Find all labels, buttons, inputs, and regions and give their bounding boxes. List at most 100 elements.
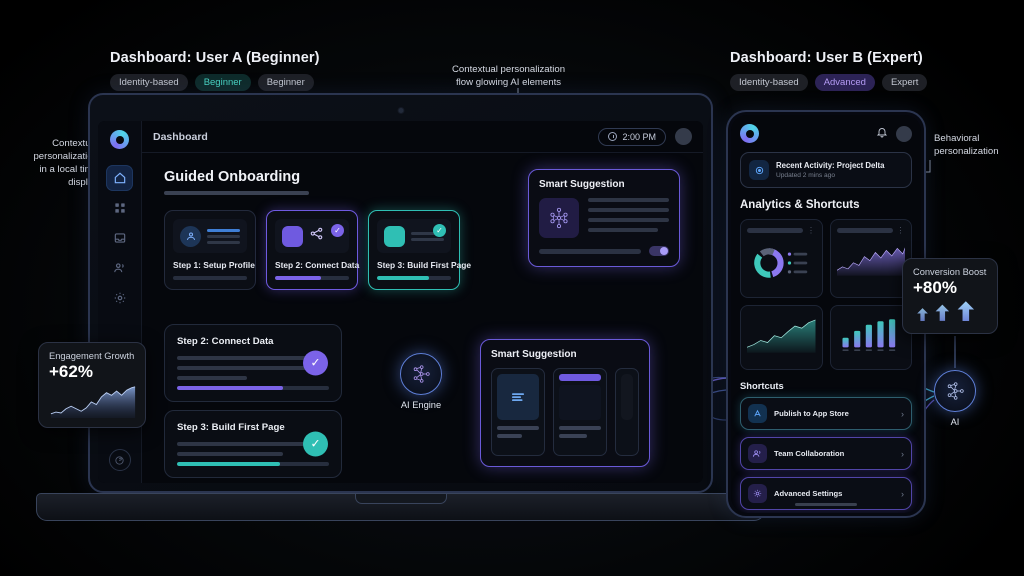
app-main-area: Dashboard 2:00 PM Guided Onboarding — [142, 121, 703, 483]
engagement-growth-value: +62% — [49, 362, 93, 381]
analytics-heading: Analytics & Shortcuts — [740, 199, 860, 211]
smart-suggestion-card-top[interactable]: Smart Suggestion — [528, 169, 680, 267]
smart-suggestion-bottom-body — [491, 368, 640, 456]
gear-icon-shortcut — [748, 484, 767, 503]
chip-advanced[interactable]: Advanced — [814, 74, 875, 91]
area-chart-purple — [836, 246, 906, 276]
widget-trend-purple[interactable]: ⋮ — [829, 219, 912, 298]
clock-icon — [608, 132, 618, 141]
widget-trend-head: ⋮ — [836, 226, 906, 235]
shortcut-3-label: Advanced Settings — [774, 489, 843, 498]
smart-suggestion-card-bottom[interactable]: Smart Suggestion — [480, 339, 650, 467]
local-time-pill[interactable]: 2:00 PM — [598, 127, 666, 146]
share-icon — [309, 226, 324, 246]
right-panel-header: Dashboard: User B (Expert) Identity-base… — [730, 50, 928, 91]
avatar-phone[interactable] — [896, 125, 912, 142]
smart-suggestion-bottom-title: Smart Suggestion — [491, 349, 577, 360]
onboarding-steps: Step 1: Setup Profile ✓ Step 2: Connect … — [164, 210, 471, 290]
phone-device: Recent Activity: Project Delta Updated 2… — [726, 110, 926, 518]
chevron-right-icon-2: › — [901, 448, 904, 459]
step-1-thumbnail — [173, 219, 247, 253]
list-card-2-check-icon: ✓ — [303, 350, 328, 376]
shortcut-advanced-settings[interactable]: Advanced Settings › — [740, 477, 912, 510]
chip-beginner-tag[interactable]: Beginner — [257, 74, 314, 91]
recent-activity-card[interactable]: Recent Activity: Project Delta Updated 2… — [740, 152, 912, 188]
chip-expert[interactable]: Expert — [881, 74, 928, 91]
ai-engine-circle — [400, 353, 442, 395]
widget-donut-head: ⋮ — [747, 226, 816, 235]
donut-chart — [754, 248, 808, 278]
phone-topbar — [740, 124, 912, 143]
shortcuts-heading: Shortcuts — [740, 380, 784, 391]
doc-preview-3[interactable] — [615, 368, 640, 456]
block-icon-teal — [384, 225, 405, 247]
step-card-2[interactable]: ✓ Step 2: Connect Data — [266, 210, 359, 290]
step-3-thumbnail: ✓ — [377, 219, 451, 253]
engagement-growth-card: Engagement Growth +62% — [38, 342, 146, 428]
more-icon-2[interactable]: ⋮ — [896, 226, 905, 235]
sidebar-item-apps[interactable] — [106, 195, 133, 221]
callout-right: Behavioral personalization — [934, 133, 999, 159]
laptop-screen: Dashboard 2:00 PM Guided Onboarding — [98, 121, 703, 483]
list-card-step-3[interactable]: Step 3: Build First Page ✓ — [164, 410, 342, 478]
ai-node-phone[interactable]: AI — [934, 370, 976, 427]
doc-preview-1[interactable] — [491, 368, 546, 456]
inbox-icon — [114, 233, 125, 243]
sidebar-item-settings[interactable] — [106, 285, 133, 311]
chip-identity-based[interactable]: Identity-based — [110, 74, 188, 91]
list-card-3-lines — [177, 442, 329, 456]
shortcut-1-text: Publish to App Store — [774, 409, 849, 418]
sidebar-item-users[interactable] — [106, 255, 133, 281]
callout-left-line1: Contextual — [52, 138, 98, 149]
shortcut-3-text: Advanced Settings — [774, 489, 842, 498]
chip-identity-based-b[interactable]: Identity-based — [730, 74, 808, 91]
callout-right-line1: Behavioral — [934, 133, 980, 144]
suggestion-toggle[interactable] — [649, 246, 669, 256]
profile-icon — [180, 225, 201, 247]
sidebar-item-home[interactable] — [106, 165, 133, 191]
analytics-widgets: ⋮ ⋮ — [740, 219, 912, 370]
list-card-step-2[interactable]: Step 2: Connect Data ✓ — [164, 324, 342, 402]
laptop-base — [36, 493, 765, 521]
gear-icon — [114, 292, 125, 304]
step-2-check-icon: ✓ — [331, 224, 344, 237]
avatar[interactable] — [675, 128, 692, 145]
users-icon-shortcut — [748, 444, 767, 463]
bell-icon[interactable] — [876, 125, 888, 143]
neural-network-icon-phone — [947, 382, 964, 400]
chip-beginner-level[interactable]: Beginner — [194, 74, 251, 91]
help-icon — [115, 455, 124, 465]
conversion-boost-value: +80% — [913, 278, 957, 297]
ai-engine-node[interactable]: AI Engine — [400, 353, 442, 410]
right-panel-chips: Identity-based Advanced Expert — [730, 74, 928, 91]
conversion-boost-label: Conversion Boost — [913, 267, 987, 277]
phone-screen: Recent Activity: Project Delta Updated 2… — [731, 115, 921, 513]
app-sidebar — [98, 121, 142, 483]
neural-network-icon — [539, 198, 579, 238]
sidebar-item-inbox[interactable] — [106, 225, 133, 251]
doc-preview-2[interactable] — [553, 368, 608, 456]
widget-trend-teal[interactable] — [740, 305, 823, 370]
shortcut-publish-to-app-store[interactable]: Publish to App Store › — [740, 397, 912, 430]
widget-bars[interactable] — [829, 305, 912, 370]
step-1-title: Step 1: Setup Profile — [173, 260, 255, 270]
widget-donut[interactable]: ⋮ — [740, 219, 823, 298]
step-card-1[interactable]: Step 1: Setup Profile — [164, 210, 256, 290]
conversion-boost-card: Conversion Boost +80% — [902, 258, 998, 334]
step-2-progress — [275, 276, 349, 280]
step-3-check-icon: ✓ — [433, 224, 446, 237]
recent-activity-text: Recent Activity: Project Delta Updated 2… — [776, 161, 884, 179]
topbar-title: Dashboard — [153, 130, 208, 143]
sidebar-item-help[interactable] — [108, 449, 131, 471]
shortcut-team-collaboration[interactable]: Team Collaboration › — [740, 437, 912, 470]
more-icon[interactable]: ⋮ — [807, 226, 816, 235]
callout-right-line2: personalization — [934, 145, 999, 157]
ai-node-label: AI — [950, 417, 960, 427]
engagement-growth-label: Engagement Growth — [49, 351, 135, 361]
shortcut-2-label: Team Collaboration — [774, 449, 845, 458]
home-icon — [114, 172, 125, 184]
step-card-3[interactable]: ✓ Step 3: Build First Page — [368, 210, 471, 290]
area-chart-teal — [746, 319, 816, 353]
shortcut-2-text: Team Collaboration — [774, 449, 844, 458]
app-store-icon — [748, 404, 767, 423]
